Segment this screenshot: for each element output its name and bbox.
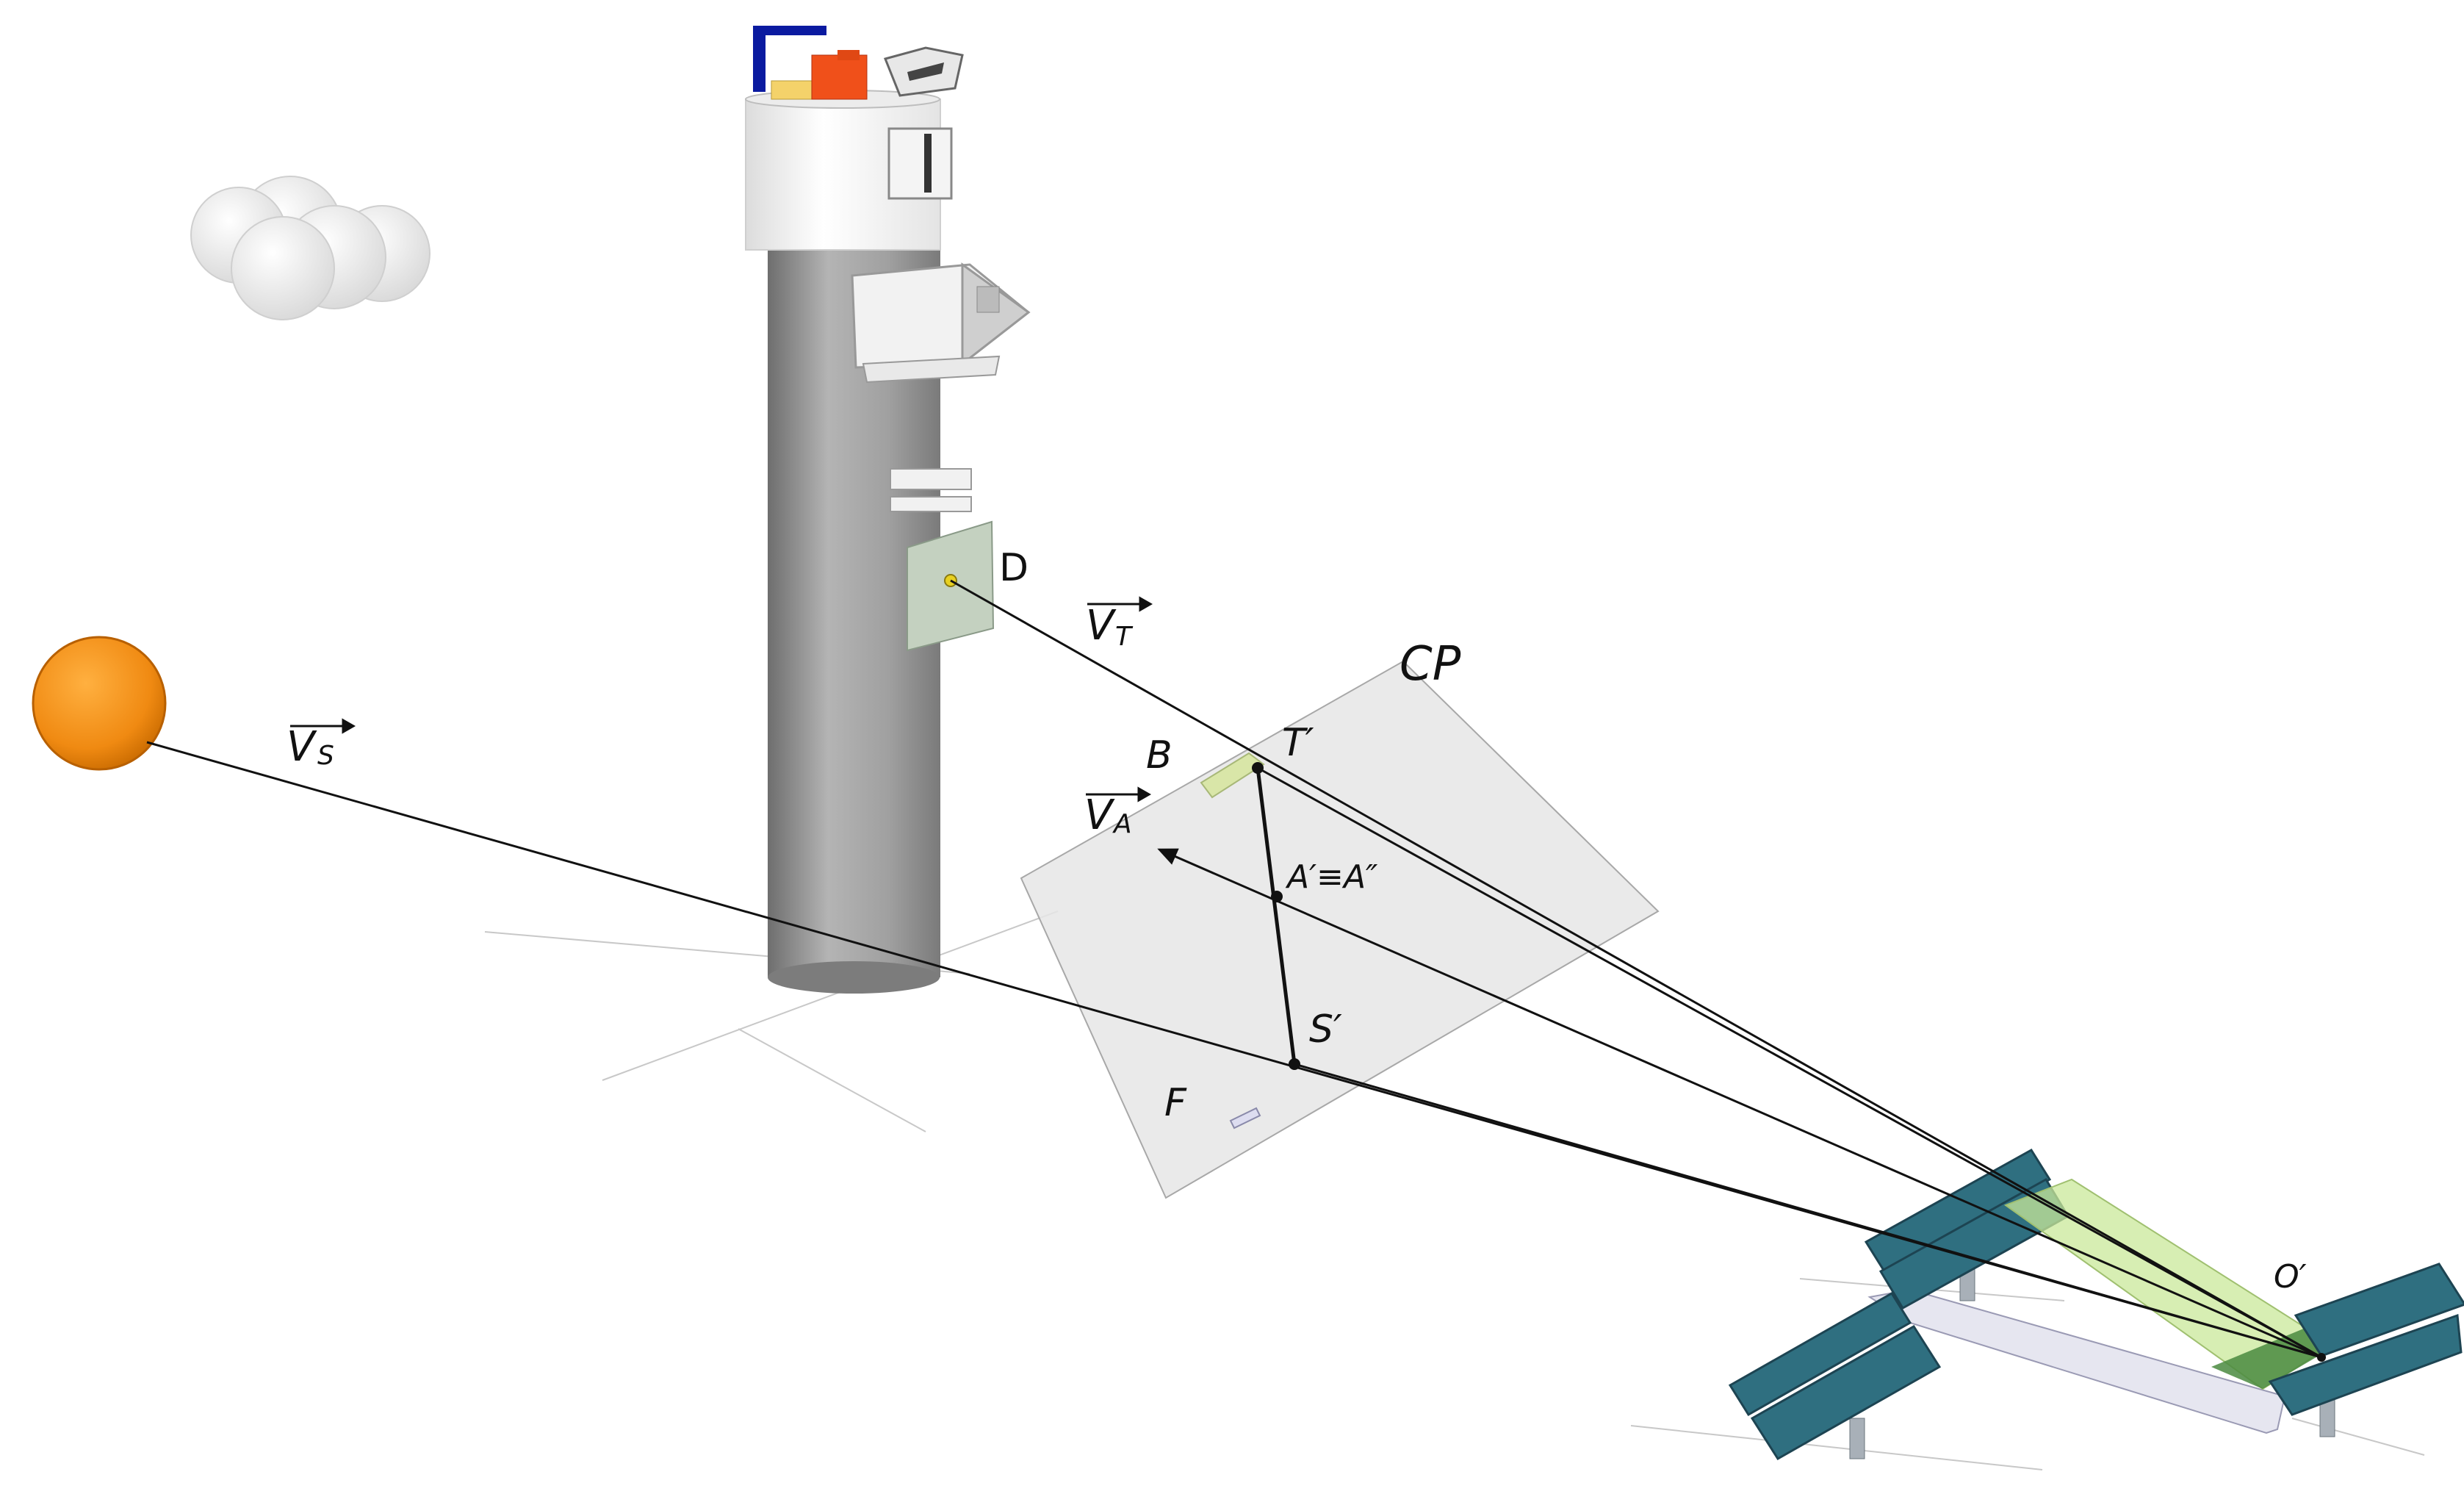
label-S-prime: S′ [1309,1008,1342,1052]
heliostat-panel-3 [1728,1291,1942,1461]
label-D: D [999,546,1029,590]
point-S-prime [1289,1058,1300,1070]
cp-plane [1020,660,1660,1199]
label-VS: V S [287,723,334,771]
cloud-icon [190,176,431,320]
label-A-prime: A′≡A″ [1285,858,1378,896]
patch-F [1229,1107,1261,1130]
label-VA: V A [1084,791,1132,839]
line-Tprime-O [1257,766,2322,1359]
upper-side-instrument [887,127,953,200]
label-CP: CP [1399,637,1461,692]
label-B: B [1146,733,1172,777]
label-F: F [1164,1081,1187,1125]
line-T-S [1256,767,1297,1065]
vector-arrows [290,596,1153,802]
top-box-orange [811,54,868,100]
label-VS-sub: S [317,741,334,771]
label-VT: V T [1086,602,1134,652]
heliostat-field [1728,1148,2464,1461]
vector-lines [146,579,2322,1359]
point-T-prime [1252,762,1264,774]
lower-bracket [890,468,972,490]
point-O-prime [2317,1353,2326,1362]
label-VA-letter: V [1084,791,1115,839]
key-points [1252,762,2326,1362]
sun-icon [32,636,167,771]
top-frame-bracket [753,26,826,92]
target-patch-B [1200,752,1265,799]
label-VT-letter: V [1086,602,1117,650]
line-S-O [1294,1063,2322,1359]
label-VS-letter: V [287,723,317,771]
label-VT-sub: T [1115,622,1134,652]
label-T-prime: T′ [1282,721,1314,765]
label-O-prime: O′ [2274,1258,2307,1296]
solar-tower [745,26,1031,994]
point-A-prime [1271,891,1283,902]
heliostat-panel-2 [2268,1263,2464,1416]
line-A-O [1157,848,2322,1359]
line-detector-vector [950,579,2322,1359]
label-VA-sub: A [1112,809,1132,839]
